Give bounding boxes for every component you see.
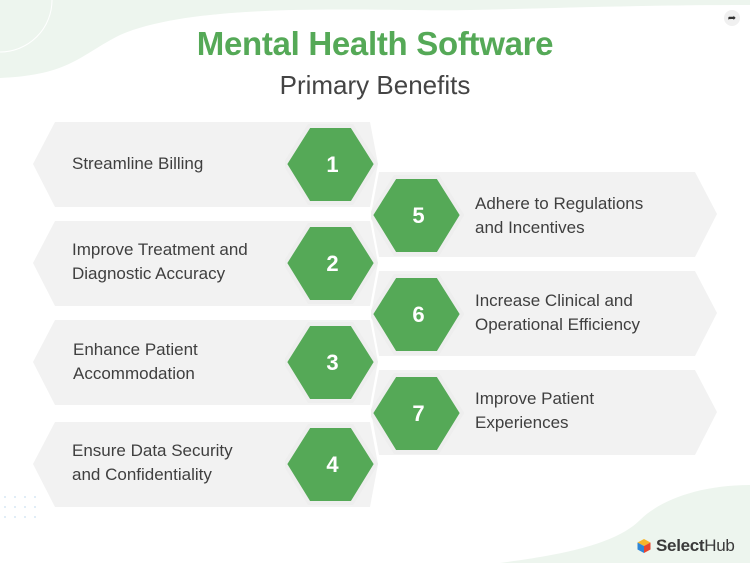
number-hexagon-2: 2 <box>285 223 378 304</box>
number-hexagon-7: 7 <box>371 373 464 454</box>
benefit-item-1: Streamline Billing <box>33 122 378 207</box>
share-button[interactable]: ➦ <box>724 10 740 26</box>
page-subtitle: Primary Benefits <box>279 70 471 100</box>
benefit-label: Streamline Billing <box>72 154 204 173</box>
logo-text-regular: Hub <box>704 536 735 555</box>
number-hexagon-3: 3 <box>285 322 378 403</box>
number-hexagon-6: 6 <box>371 274 464 355</box>
number-hexagon-5: 5 <box>371 175 464 256</box>
share-arrow-icon: ➦ <box>727 12 737 24</box>
number-hexagon-4: 4 <box>285 424 378 505</box>
dot-grid-decoration <box>4 496 36 518</box>
selecthub-logo: SelectHub <box>636 536 735 556</box>
logo-text-bold: Select <box>656 536 705 555</box>
selecthub-cube-icon <box>637 539 651 553</box>
page-title: Mental Health Software <box>196 25 554 62</box>
number-hexagon-1: 1 <box>285 124 378 205</box>
